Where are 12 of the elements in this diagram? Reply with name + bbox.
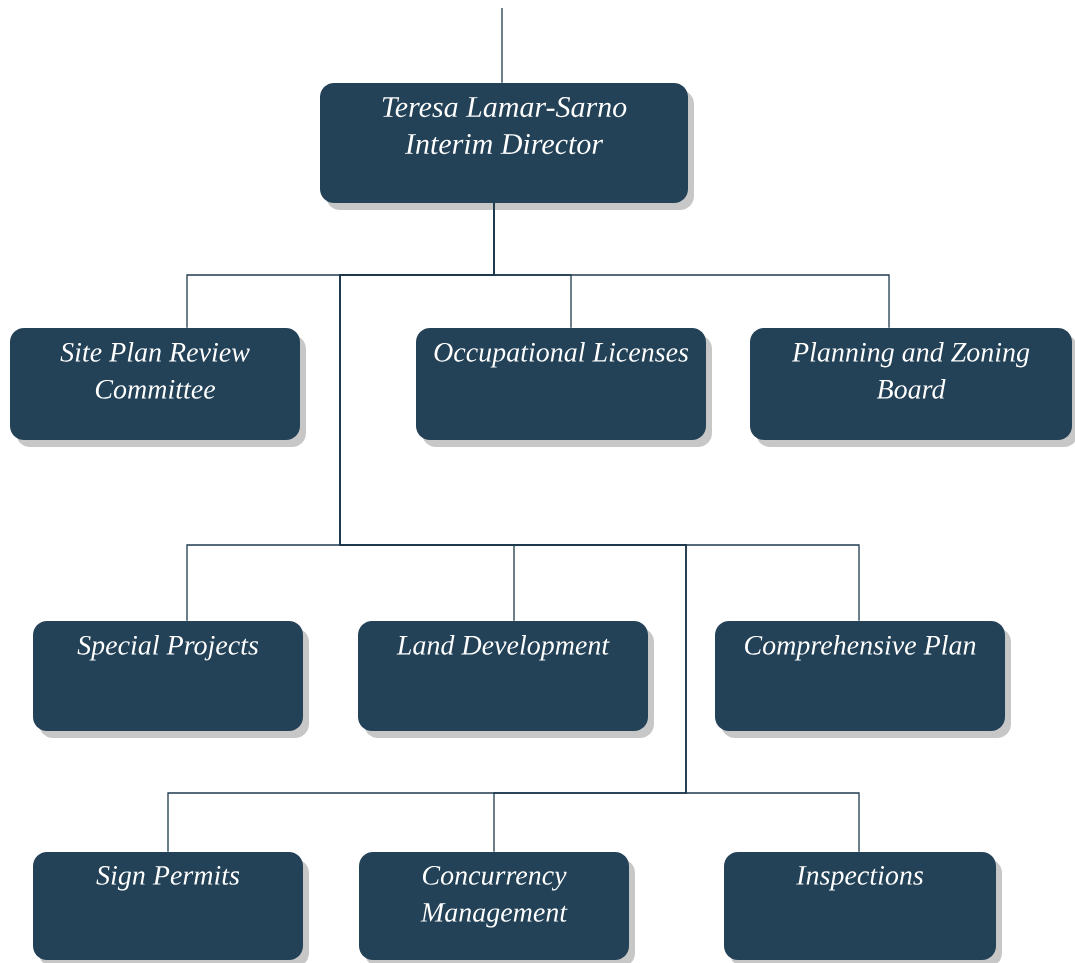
connector-line <box>501 7 503 84</box>
process-box: Special Projects <box>33 621 309 738</box>
process-box: Inspections <box>724 852 1002 963</box>
connector-line <box>339 202 860 853</box>
process-box: Site Plan Review Committee <box>10 328 306 447</box>
process-box: Planning and Zoning Board <box>750 328 1075 447</box>
process-box: Concurrency Management <box>359 852 635 963</box>
process-box: Land Development <box>358 621 654 738</box>
process-box: Comprehensive Plan <box>715 621 1011 738</box>
process-box: Teresa Lamar-Sarno Interim Director <box>320 83 694 210</box>
process-box: Occupational Licenses <box>416 328 712 447</box>
process-box: Sign Permits <box>33 852 309 963</box>
